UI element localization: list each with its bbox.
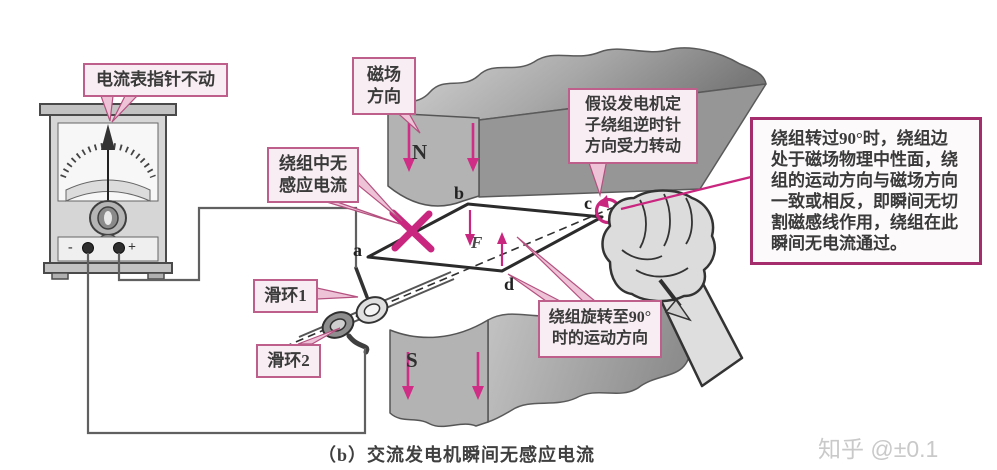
coil-point-d: d bbox=[504, 274, 515, 294]
hand-illustration bbox=[601, 189, 744, 388]
note-pointer-line bbox=[620, 175, 752, 211]
callout-assumed-rotation: 假设发电机定子绕组逆时针方向受力转动 bbox=[568, 88, 698, 165]
brush-1 bbox=[354, 266, 369, 299]
north-pole-label: N bbox=[412, 140, 428, 164]
south-pole-label: S bbox=[406, 348, 418, 372]
force-label: F bbox=[471, 233, 483, 252]
coil-point-b: b bbox=[454, 183, 465, 203]
terminal-minus-label: - bbox=[68, 240, 73, 255]
circuit-wires bbox=[86, 206, 367, 435]
note-neutral-plane: 绕组转过90°时，绕组边处于磁场物理中性面，绕组的运动方向与磁场方向一致或相反，… bbox=[750, 117, 982, 265]
callout-no-induced-current: 绕组中无感应电流 bbox=[267, 147, 359, 204]
slip-ring-1-illustration bbox=[355, 296, 389, 324]
callout-slip-ring-2: 滑环2 bbox=[256, 344, 321, 379]
field-arrow-icon bbox=[402, 123, 484, 400]
coil-point-a: a bbox=[353, 240, 362, 260]
figure-caption: （b）交流发电机瞬间无感应电流 bbox=[318, 445, 596, 465]
terminal-plus-label: + bbox=[128, 240, 136, 255]
coil-loop bbox=[366, 202, 604, 273]
velocity-arrow-icon bbox=[465, 210, 507, 266]
brush-2 bbox=[346, 333, 370, 355]
callout-slip-ring-1: 滑环1 bbox=[253, 279, 318, 314]
watermark: 知乎 @±0.1 bbox=[818, 436, 939, 462]
callout-motion-at-90: 绕组旋转至90°时的运动方向 bbox=[538, 300, 662, 358]
callout-ammeter-needle: 电流表指针不动 bbox=[83, 63, 228, 98]
callout-field-direction: 磁场方向 bbox=[352, 57, 416, 116]
callout-pointers bbox=[100, 95, 609, 345]
slip-ring-2-illustration bbox=[321, 311, 355, 339]
coil-point-c: c bbox=[584, 193, 592, 213]
ammeter-illustration bbox=[39, 103, 177, 280]
